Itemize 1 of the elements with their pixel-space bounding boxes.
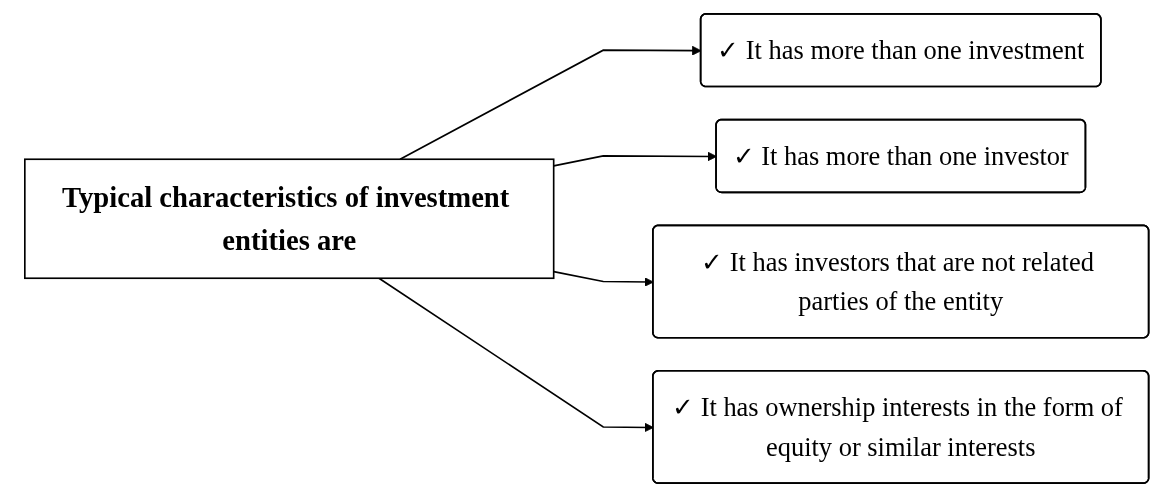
node-box: Typical characteristics of investment entities are (23, 158, 555, 280)
